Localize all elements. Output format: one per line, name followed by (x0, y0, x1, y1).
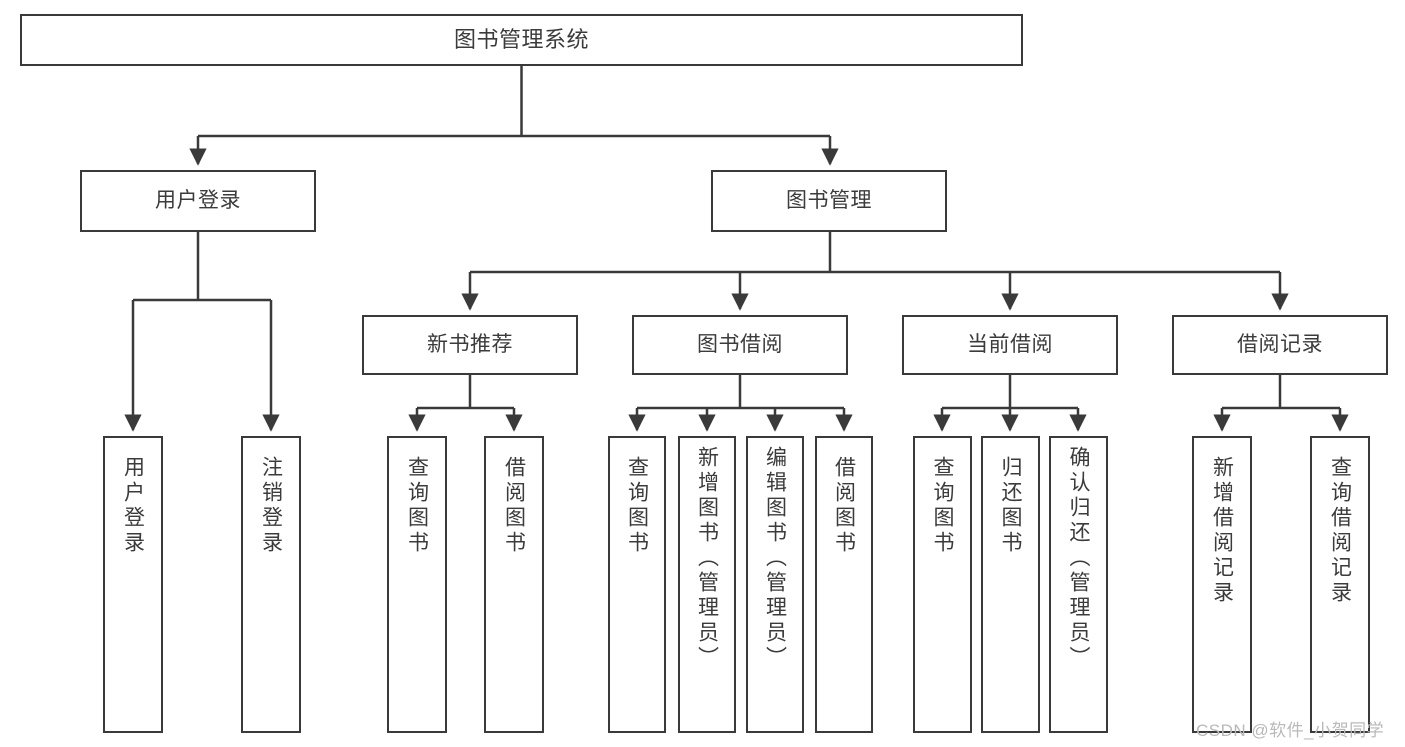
node-root[interactable]: 图书管理系统 (20, 14, 1023, 66)
node-user-login[interactable]: 用户登录 (80, 170, 316, 232)
leaf-borrow-book-1[interactable]: 借阅图书 (484, 436, 544, 733)
node-book-management-label: 图书管理 (786, 189, 872, 213)
leaf-user-login-label: 用户登录 (121, 456, 145, 556)
node-borrow-record[interactable]: 借阅记录 (1172, 315, 1388, 375)
node-current-borrow[interactable]: 当前借阅 (902, 315, 1118, 375)
leaf-return-book[interactable]: 归还图书 (981, 436, 1040, 733)
node-user-login-label: 用户登录 (155, 189, 241, 213)
node-book-borrow[interactable]: 图书借阅 (632, 315, 848, 375)
leaf-query-book-1-label: 查询图书 (405, 456, 429, 556)
node-new-book-recommend-label: 新书推荐 (427, 333, 513, 357)
node-book-management[interactable]: 图书管理 (711, 170, 947, 232)
node-new-book-recommend[interactable]: 新书推荐 (362, 315, 578, 375)
node-current-borrow-label: 当前借阅 (967, 333, 1053, 357)
leaf-logout[interactable]: 注销登录 (241, 436, 301, 733)
csdn-watermark: CSDN @软件_小贺同学 (1196, 721, 1385, 740)
leaf-borrow-book-2-label: 借阅图书 (832, 456, 856, 556)
leaf-add-borrow-record-label: 新增借阅记录 (1210, 456, 1234, 606)
leaf-add-book-admin[interactable]: 新增图书（管理员） (678, 436, 736, 733)
leaf-query-book-3-label: 查询图书 (931, 456, 954, 556)
leaf-query-book-2-label: 查询图书 (625, 456, 649, 556)
node-root-label: 图书管理系统 (453, 26, 589, 52)
leaf-borrow-book-2[interactable]: 借阅图书 (815, 436, 873, 733)
leaf-query-book-3[interactable]: 查询图书 (913, 436, 972, 733)
leaf-query-book-2[interactable]: 查询图书 (608, 436, 666, 733)
leaf-query-borrow-record[interactable]: 查询借阅记录 (1310, 436, 1370, 733)
leaf-add-book-admin-label: 新增图书（管理员） (695, 446, 719, 671)
leaf-logout-label: 注销登录 (259, 456, 283, 556)
leaf-confirm-return-admin[interactable]: 确认归还（管理员） (1049, 436, 1108, 733)
leaf-confirm-return-admin-label: 确认归还（管理员） (1067, 446, 1090, 671)
leaf-user-login[interactable]: 用户登录 (103, 436, 163, 733)
leaf-query-book-1[interactable]: 查询图书 (387, 436, 447, 733)
leaf-edit-book-admin[interactable]: 编辑图书（管理员） (746, 436, 804, 733)
leaf-query-borrow-record-label: 查询借阅记录 (1328, 456, 1352, 606)
node-borrow-record-label: 借阅记录 (1237, 333, 1323, 357)
leaf-return-book-label: 归还图书 (999, 456, 1022, 556)
leaf-edit-book-admin-label: 编辑图书（管理员） (763, 446, 787, 671)
node-book-borrow-label: 图书借阅 (697, 333, 783, 357)
leaf-add-borrow-record[interactable]: 新增借阅记录 (1192, 436, 1252, 733)
leaf-borrow-book-1-label: 借阅图书 (502, 456, 526, 556)
